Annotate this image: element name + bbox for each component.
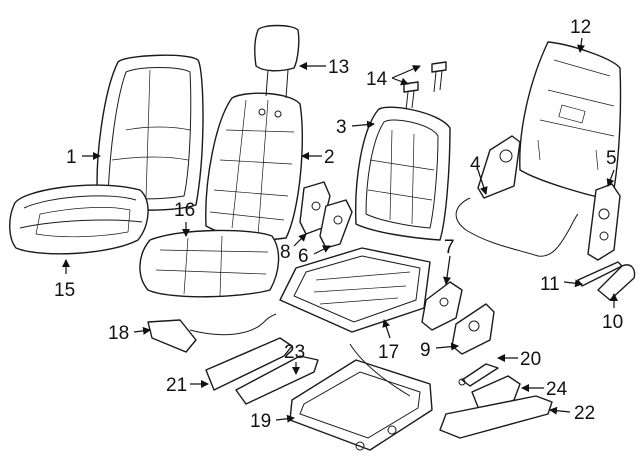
callout-4: 4 bbox=[470, 154, 481, 175]
back-panel bbox=[519, 41, 622, 201]
callout-8: 8 bbox=[280, 242, 291, 263]
callout-10: 10 bbox=[602, 312, 623, 333]
callout-12: 12 bbox=[570, 17, 591, 38]
callout-1: 1 bbox=[66, 147, 77, 168]
leader-11 bbox=[563, 279, 583, 288]
leader-14a bbox=[391, 65, 421, 79]
leader-3 bbox=[351, 120, 375, 129]
leader-4 bbox=[477, 169, 488, 195]
leader-5 bbox=[606, 169, 615, 187]
leaders bbox=[62, 37, 618, 423]
outer-track-cover bbox=[205, 337, 293, 391]
bolts bbox=[403, 61, 447, 111]
recliner-cover bbox=[451, 303, 495, 355]
long-track-cover bbox=[439, 395, 553, 439]
bracket-6 bbox=[319, 199, 353, 249]
leader-7 bbox=[443, 255, 451, 285]
callout-7: 7 bbox=[444, 237, 455, 258]
callout-19: 19 bbox=[250, 411, 271, 432]
trim-cover bbox=[597, 264, 636, 301]
callout-14: 14 bbox=[366, 69, 388, 90]
callout-23: 23 bbox=[284, 342, 305, 363]
hinge-bracket bbox=[587, 183, 621, 261]
recliner-bracket bbox=[455, 135, 579, 257]
headrest bbox=[253, 24, 300, 99]
leader-17 bbox=[382, 319, 391, 339]
callout-16: 16 bbox=[174, 200, 195, 221]
callout-5: 5 bbox=[606, 148, 617, 169]
seat-back-pad bbox=[205, 92, 304, 241]
callout-labels: 1 2 3 4 5 6 7 8 9 10 11 12 13 14 15 16 1… bbox=[54, 17, 623, 432]
seat-back-cover bbox=[96, 54, 204, 211]
callout-18: 18 bbox=[108, 323, 129, 344]
seat-cushion-cover bbox=[9, 184, 149, 255]
release-handle bbox=[147, 313, 277, 353]
callout-3: 3 bbox=[336, 117, 347, 138]
gas-strut bbox=[458, 363, 499, 387]
callout-2: 2 bbox=[324, 147, 335, 168]
callout-22: 22 bbox=[574, 403, 595, 424]
leader-18 bbox=[133, 326, 151, 335]
callout-13: 13 bbox=[328, 57, 349, 78]
leader-22 bbox=[549, 406, 571, 415]
callout-15: 15 bbox=[54, 280, 75, 301]
callout-24: 24 bbox=[546, 379, 568, 400]
callout-17: 17 bbox=[378, 342, 399, 363]
leader-9 bbox=[435, 342, 459, 351]
leader-6 bbox=[313, 245, 331, 255]
callout-11: 11 bbox=[540, 274, 560, 295]
cushion-pad bbox=[139, 229, 280, 298]
callout-6: 6 bbox=[298, 246, 309, 267]
leader-14b bbox=[391, 77, 409, 86]
seat-back-frame bbox=[355, 106, 451, 241]
callout-20: 20 bbox=[520, 349, 541, 370]
side-cover bbox=[421, 281, 463, 331]
leader-19 bbox=[275, 414, 295, 423]
callout-21: 21 bbox=[166, 375, 187, 396]
callout-9: 9 bbox=[420, 340, 431, 361]
leader-8 bbox=[293, 233, 307, 247]
leader-12 bbox=[577, 37, 585, 53]
